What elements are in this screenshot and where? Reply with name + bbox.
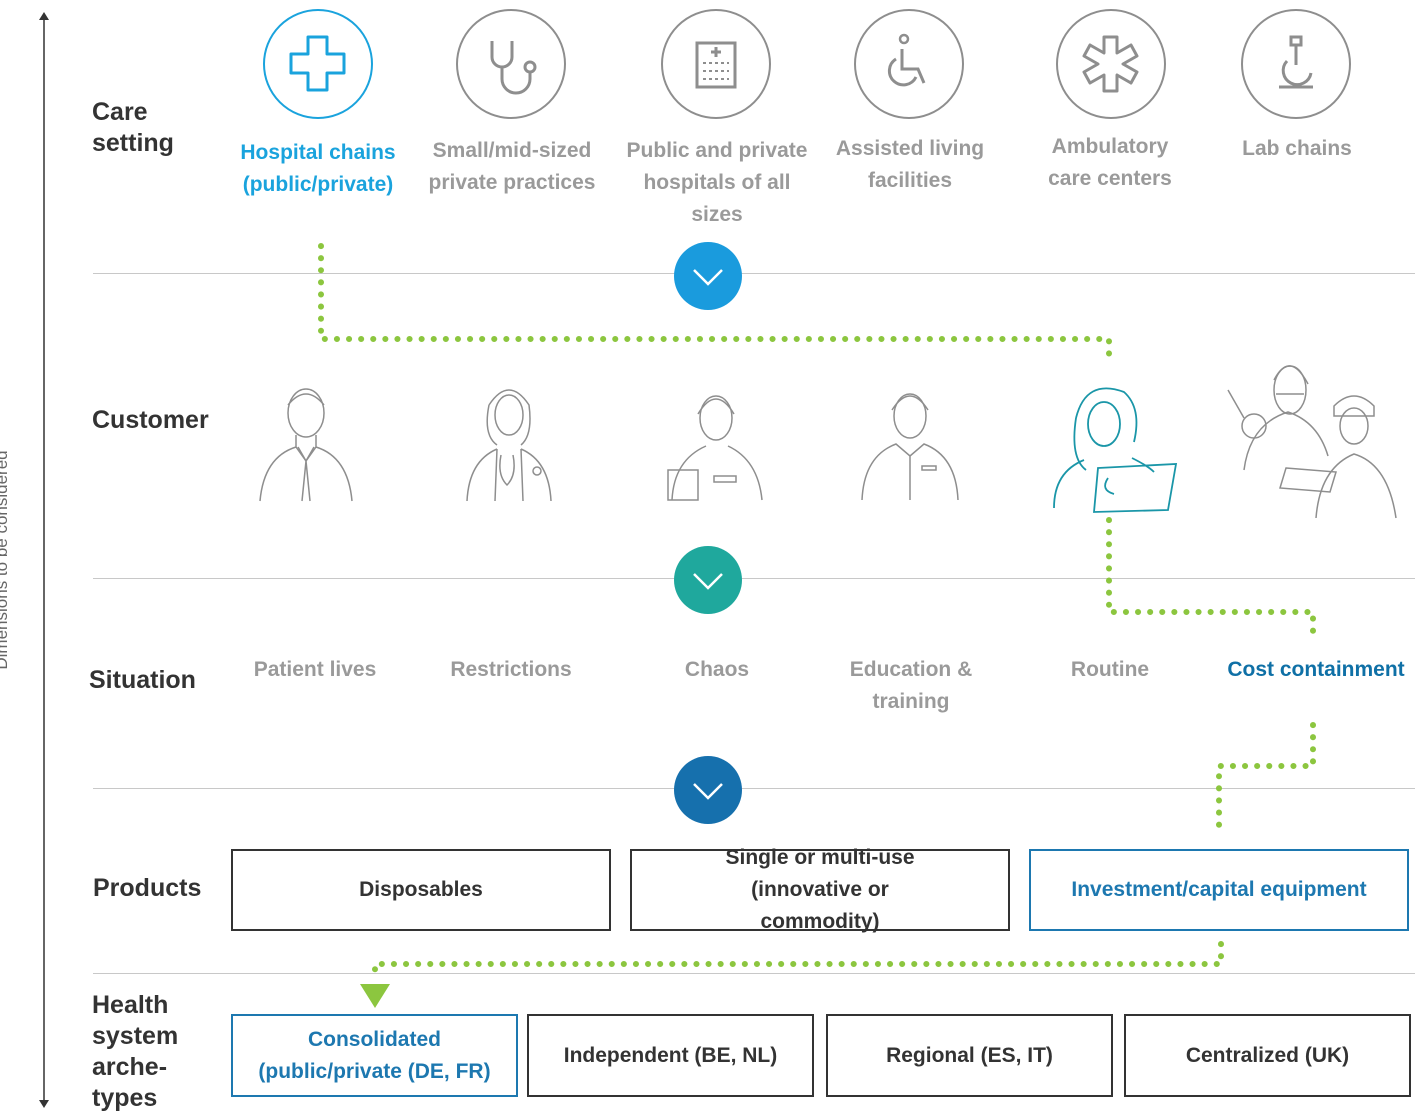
row-label-health-system: Health system arche-types: [92, 991, 179, 1112]
separator: [93, 578, 1415, 579]
star-of-life-icon: [1056, 9, 1166, 119]
situation-label: Routine: [1070, 658, 1150, 681]
chevron-down-icon: [674, 242, 742, 310]
wheelchair-icon: [854, 9, 964, 119]
care-setting-label: Assisted living facilities: [835, 137, 985, 192]
care-setting-label: Hospital chains (public/private): [240, 141, 396, 196]
row-label-situation: Situation: [89, 666, 196, 694]
product-box: Single or multi-use (innovative or commo…: [630, 846, 1010, 933]
staff-figure: [861, 393, 959, 501]
archetype-box: Consolidated (public/private (DE, FR): [231, 1014, 518, 1097]
cross-icon: [263, 9, 373, 119]
product-box: Investment/capital equipment: [1029, 849, 1409, 931]
archetype-box: Centralized (UK): [1124, 1014, 1411, 1097]
row-label-products: Products: [93, 874, 202, 902]
situation-label: Cost containment: [1227, 658, 1405, 681]
situation-label: Restrictions: [450, 658, 572, 681]
archetype-box: Independent (BE, NL): [527, 1014, 814, 1097]
care-setting-label: Public and private hospitals of all size…: [626, 139, 808, 226]
hospital-building-icon: [661, 9, 771, 119]
dimensions-axis: [39, 12, 49, 1108]
lab-technicians-figure: [1227, 365, 1397, 519]
situation-label: Education & training: [849, 658, 973, 713]
chevron-down-icon: [674, 756, 742, 824]
separator: [93, 973, 1415, 974]
executive-figure: [259, 388, 353, 502]
separator: [93, 273, 1415, 274]
product-box: Disposables: [231, 849, 611, 931]
situation-label: Patient lives: [253, 658, 377, 681]
chevron-down-icon: [674, 546, 742, 614]
physician-figure: [466, 389, 552, 502]
care-setting-label: Ambulatory care centers: [1048, 135, 1172, 190]
procurement-figure[interactable]: [1046, 378, 1186, 514]
situation-label: Chaos: [684, 658, 750, 681]
row-label-care-setting: Care setting: [92, 98, 174, 157]
microscope-icon: [1241, 9, 1351, 119]
care-setting-label: Lab chains: [1242, 137, 1352, 160]
separator: [93, 788, 1415, 789]
row-label-customer: Customer: [92, 406, 209, 434]
nurse-figure: [667, 395, 763, 501]
care-setting-label: Small/mid-sized private practices: [428, 139, 596, 194]
stethoscope-icon: [456, 9, 566, 119]
archetype-box: Regional (ES, IT): [826, 1014, 1113, 1097]
